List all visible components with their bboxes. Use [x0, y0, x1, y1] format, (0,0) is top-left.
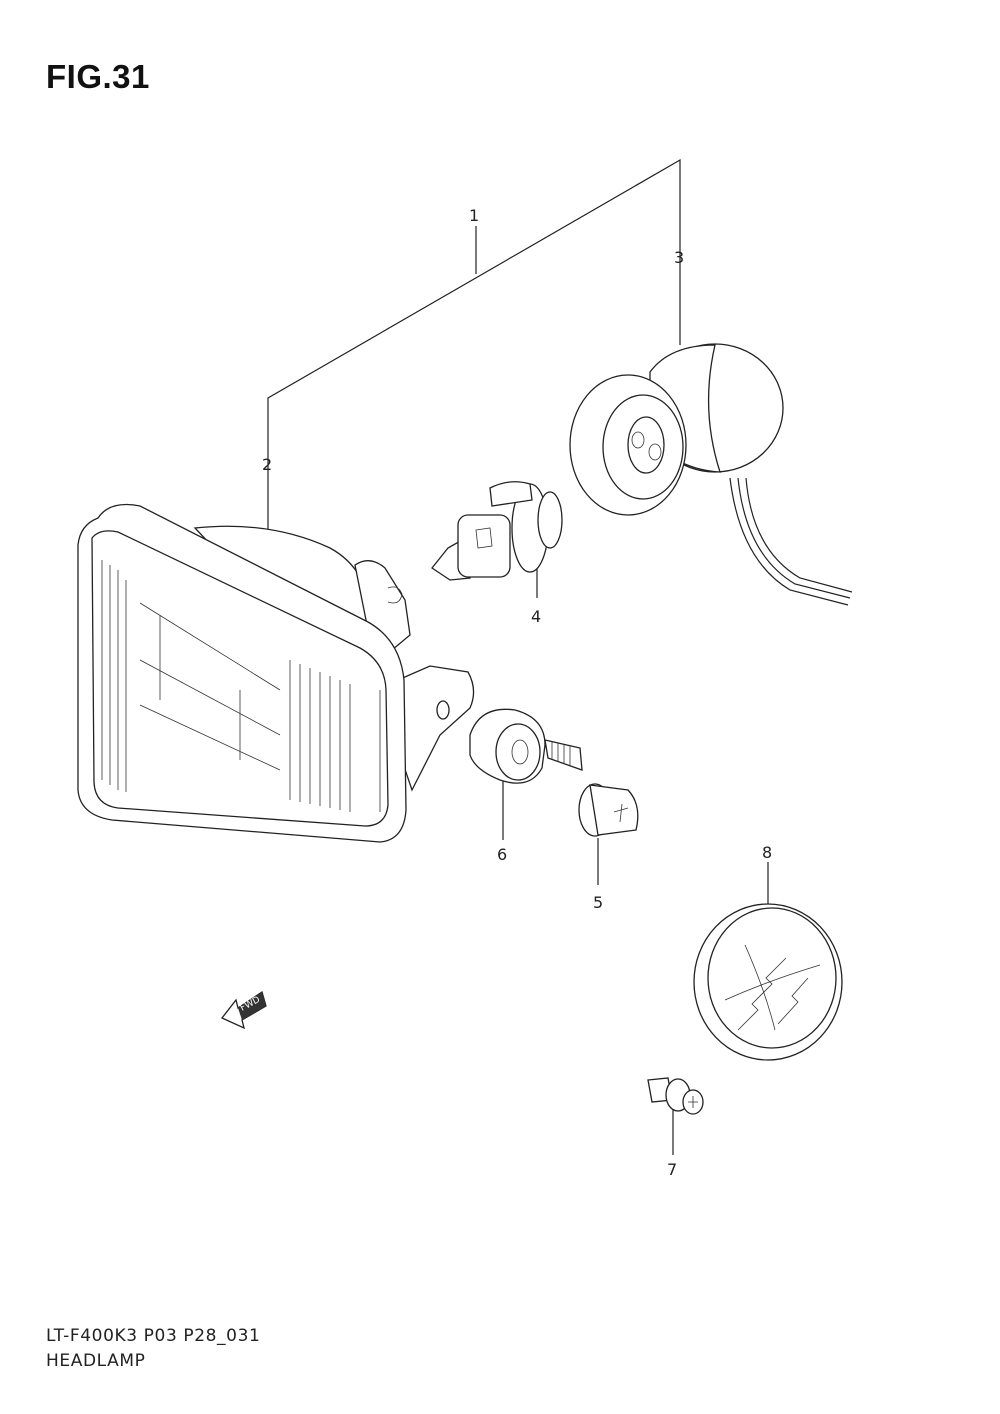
callout-number-2: 2 [262, 455, 272, 474]
model-code: LT-F400K3 P03 P28_031 [46, 1326, 261, 1346]
section-name: HEADLAMP [46, 1351, 146, 1371]
adjusting-screw [647, 1077, 704, 1115]
callout-number-5: 5 [593, 893, 603, 912]
callout-numbers: 1 2 3 4 5 6 7 8 [262, 206, 772, 1179]
headlamp-lens-unit [77, 503, 475, 843]
callout-number-7: 7 [667, 1160, 677, 1179]
headlamp-bulb [431, 481, 563, 581]
callout-number-1: 1 [469, 206, 479, 225]
figure-title: FIG.31 [46, 58, 150, 95]
callout-number-8: 8 [762, 843, 772, 862]
bulb-socket-with-wires [569, 343, 853, 606]
forward-arrow-icon: FWD [220, 990, 267, 1030]
cover-cap [693, 903, 843, 1061]
rubber-cushion [469, 708, 546, 784]
callout-number-6: 6 [497, 845, 507, 864]
callout-number-4: 4 [531, 607, 541, 626]
callout-number-3: 3 [674, 248, 684, 267]
mounting-bolt [544, 739, 639, 837]
